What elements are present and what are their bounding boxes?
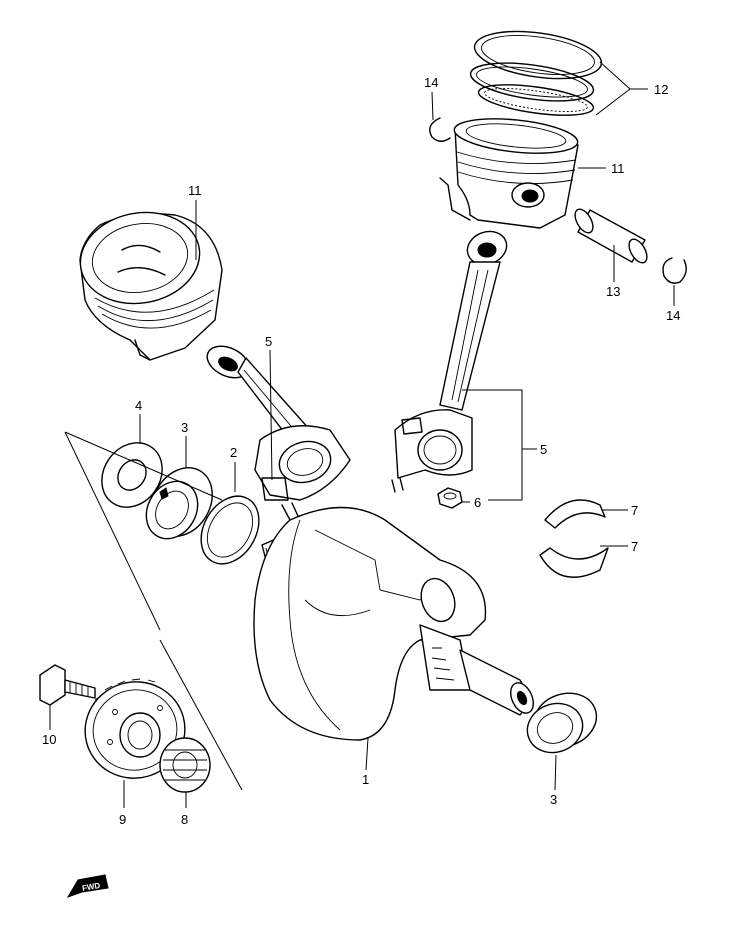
callout-11-right: 11 bbox=[611, 161, 625, 176]
callout-9: 9 bbox=[119, 812, 126, 827]
callout-14-upper: 14 bbox=[424, 75, 438, 90]
callout-10: 10 bbox=[42, 732, 56, 747]
circlip-lower bbox=[662, 257, 687, 284]
callout-1: 1 bbox=[362, 772, 369, 787]
connecting-rod-left bbox=[206, 345, 351, 521]
piston-left bbox=[79, 211, 223, 361]
piston-right bbox=[439, 118, 579, 229]
callout-14-lower: 14 bbox=[666, 308, 680, 323]
fwd-label: FWD bbox=[81, 881, 101, 893]
con-rod-bearing-upper bbox=[544, 499, 606, 529]
callout-13: 13 bbox=[606, 284, 620, 299]
main-bearing-right bbox=[526, 692, 598, 754]
connecting-rod-right bbox=[391, 230, 508, 493]
thrust-washer bbox=[101, 442, 163, 508]
callout-4: 4 bbox=[135, 398, 142, 413]
rod-nut bbox=[437, 487, 463, 509]
crank-gear bbox=[159, 737, 211, 793]
assembly-bracket-lines bbox=[64, 431, 243, 791]
main-bearing-left bbox=[145, 467, 213, 540]
piston-pin bbox=[574, 208, 648, 264]
callout-5-left: 5 bbox=[265, 334, 272, 349]
callout-2: 2 bbox=[230, 445, 237, 460]
crankshaft bbox=[253, 506, 535, 741]
primary-drive-gear bbox=[84, 678, 186, 779]
leader-lines bbox=[49, 61, 675, 808]
callout-labels: 1 2 3 3 4 5 5 6 7 7 8 9 10 11 11 12 13 1… bbox=[42, 75, 680, 827]
callout-3-right: 3 bbox=[550, 792, 557, 807]
callout-5-right: 5 bbox=[540, 442, 547, 457]
thrust-bearing bbox=[200, 495, 260, 565]
callout-12: 12 bbox=[654, 82, 668, 97]
bolt bbox=[39, 664, 96, 706]
fwd-arrow-icon: FWD bbox=[66, 874, 109, 898]
callout-8: 8 bbox=[181, 812, 188, 827]
piston-rings bbox=[469, 30, 603, 116]
con-rod-bearing-lower bbox=[539, 547, 609, 578]
callout-11-left: 11 bbox=[188, 183, 202, 198]
callout-6: 6 bbox=[474, 495, 481, 510]
circlip-upper bbox=[429, 117, 451, 142]
callout-7-upper: 7 bbox=[631, 503, 638, 518]
callout-7-lower: 7 bbox=[631, 539, 638, 554]
callout-3-left: 3 bbox=[181, 420, 188, 435]
